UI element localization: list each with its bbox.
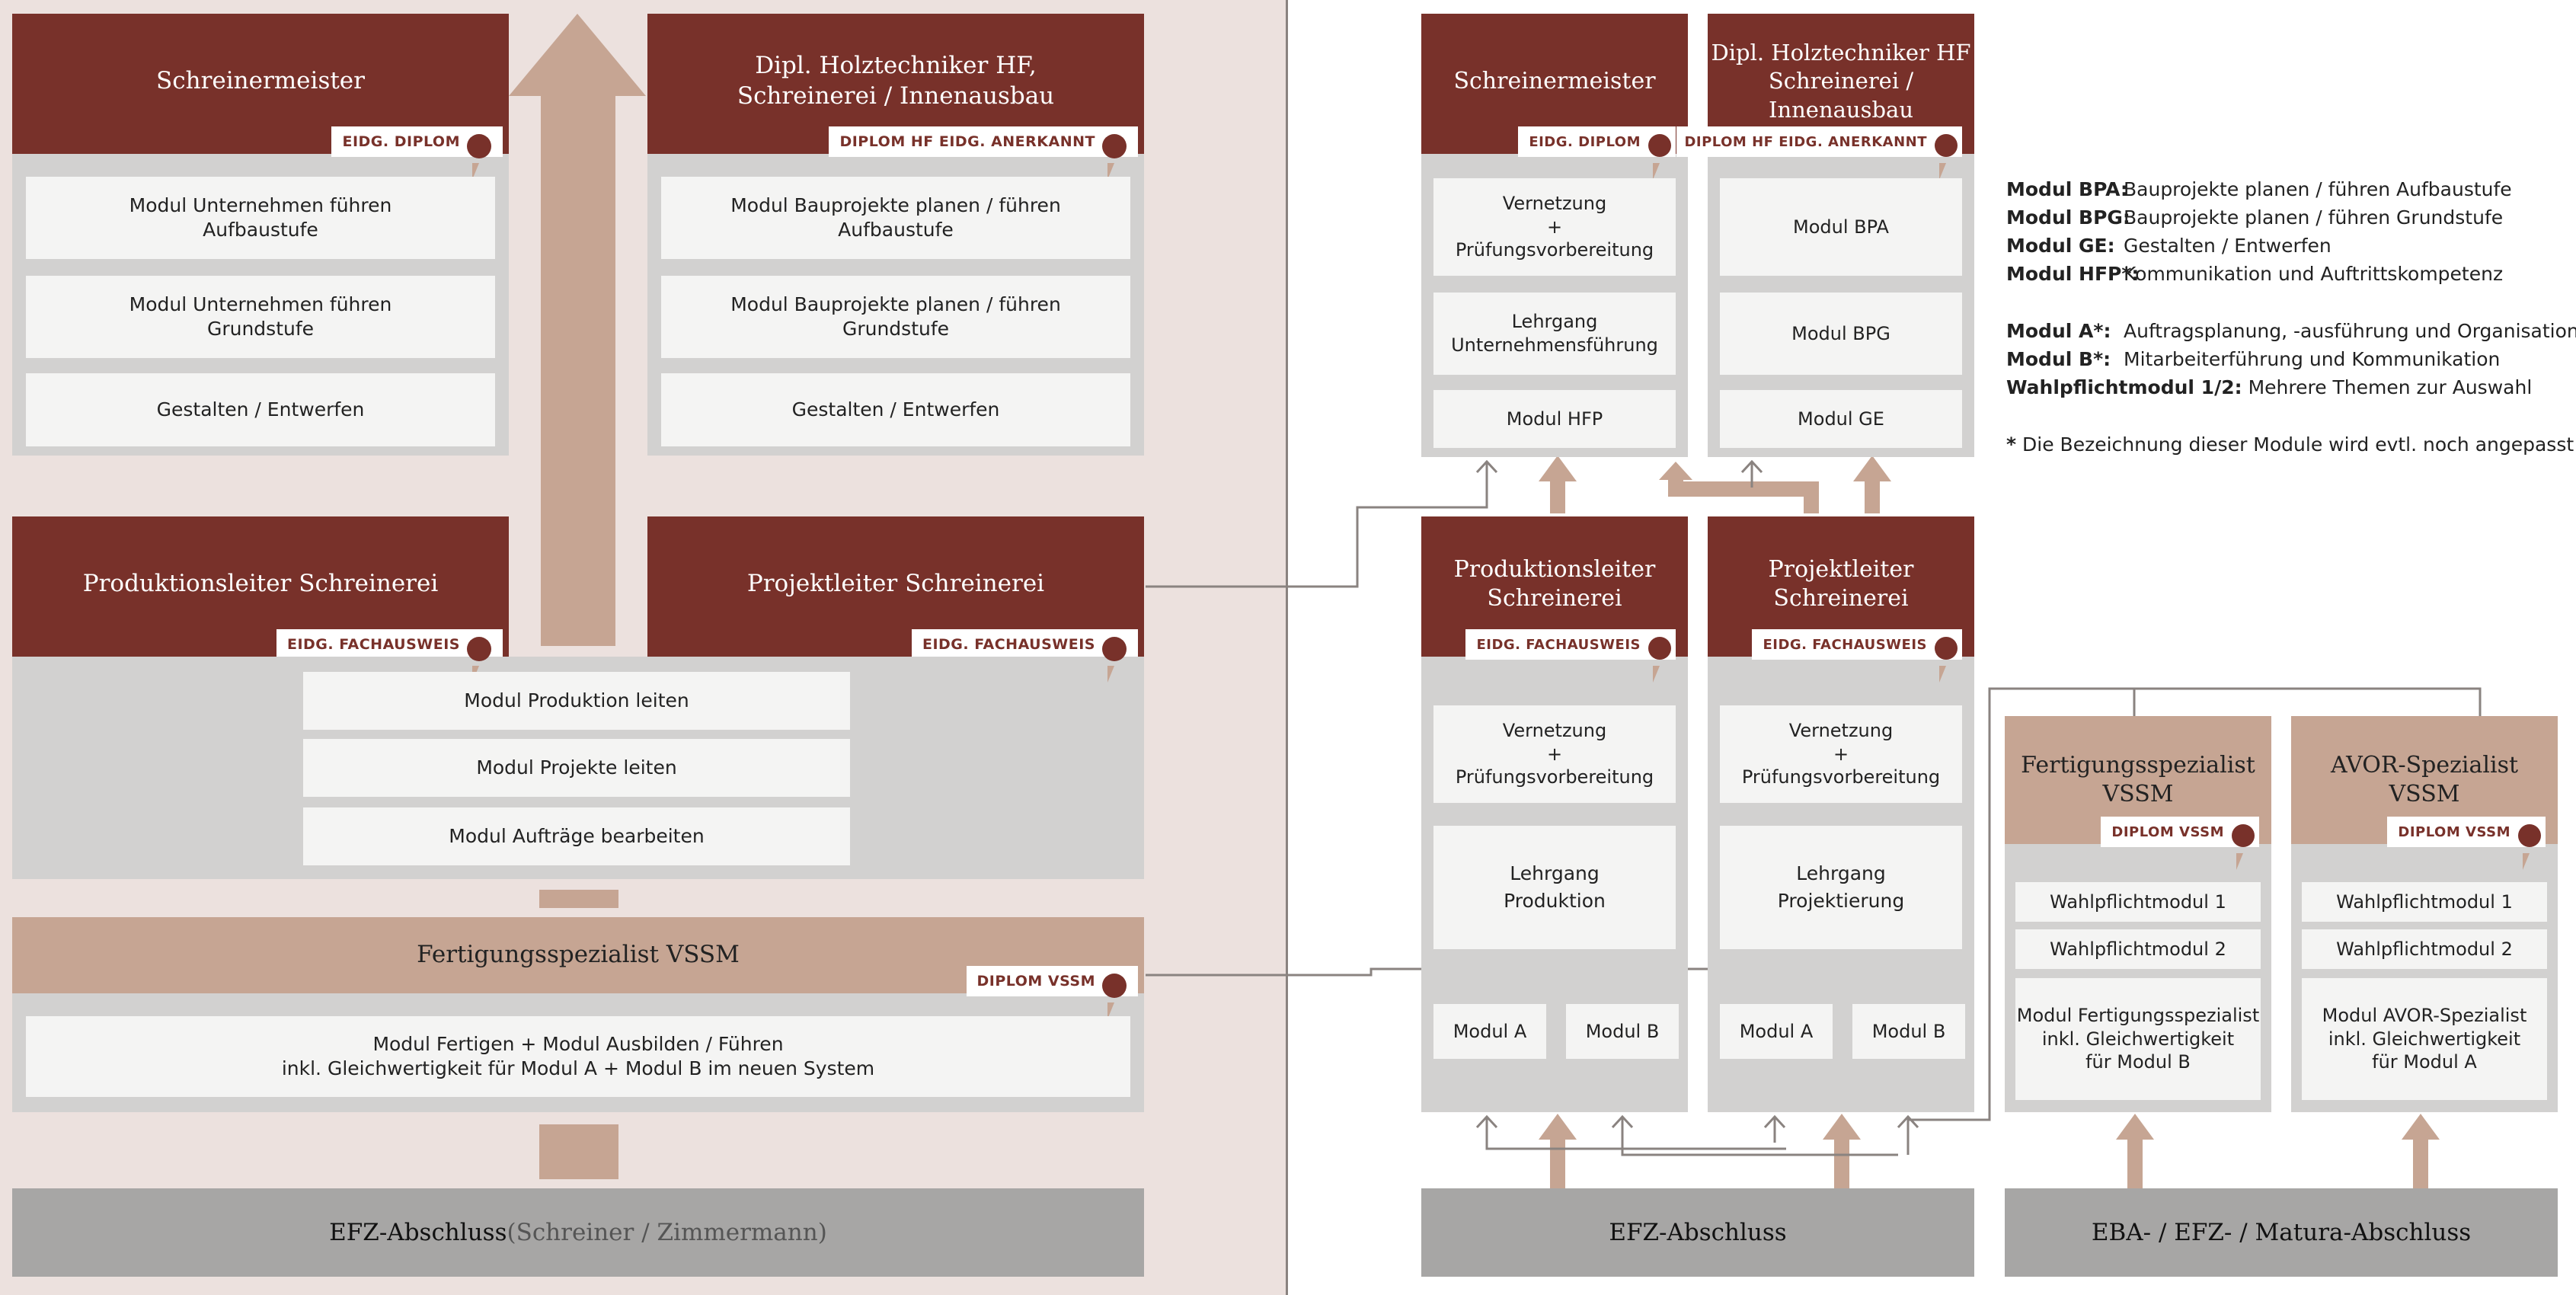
left-schreinermeister-module-2: Modul Unternehmen führen Grundstufe [26, 276, 495, 358]
legend: Modul BPA:Bauprojekte planen / führen Au… [2006, 178, 2576, 462]
legend-item: Modul HFP*:Kommunikation und Auftrittsko… [2006, 263, 2504, 285]
right-base-eba: EBA- / EFZ- / Matura-Abschluss [2005, 1188, 2558, 1277]
left-schreinermeister-module-3: Gestalten / Entwerfen [26, 373, 495, 446]
right-produktionsleiter-module-1: Vernetzung + Prüfungsvorbereitung [1433, 705, 1676, 803]
right-fertigungsspezialist-seal-icon [2232, 824, 2255, 847]
right-projektleiter-modul-a: Modul A [1720, 1004, 1833, 1059]
left-schreinermeister-badge: EIDG. DIPLOM [331, 126, 503, 157]
left-base-efz: EFZ-Abschluss (Schreiner / Zimmermann) [12, 1188, 1144, 1277]
left-shared-module-1: Modul Produktion leiten [303, 672, 850, 730]
connector-block-base [539, 1124, 618, 1179]
left-shared-module-3: Modul Aufträge bearbeiten [303, 807, 850, 865]
right-base-efz: EFZ-Abschluss [1421, 1188, 1974, 1277]
right-produktionsleiter-seal-icon [1648, 637, 1671, 660]
left-fertigung-header: Fertigungsspezialist VSSM [12, 917, 1144, 993]
right-produktionsleiter-modul-a: Modul A [1433, 1004, 1546, 1059]
left-projektleiter-badge: EIDG. FACHAUSWEIS [911, 629, 1138, 660]
left-produktionsleiter-title: Produktionsleiter Schreinerei [82, 570, 439, 598]
right-schreinermeister-module-3: Modul HFP [1433, 390, 1676, 448]
right-avor-seal-icon [2518, 824, 2541, 847]
right-projektleiter-modul-b: Modul B [1852, 1004, 1965, 1059]
left-holztechniker-module-1: Modul Bauprojekte planen / führen Aufbau… [661, 177, 1130, 259]
left-holztechniker-ribbon [1107, 163, 1121, 180]
right-schreinermeister-ribbon [1653, 163, 1667, 180]
left-holztechniker-badge: DIPLOM HF EIDG. ANERKANNT [829, 126, 1138, 157]
right-holztechniker-title: Dipl. Holztechniker HF Schreinerei / Inn… [1711, 40, 1971, 123]
left-holztechniker-module-2: Modul Bauprojekte planen / führen Grunds… [661, 276, 1130, 358]
left-produktionsleiter-seal-icon [467, 637, 491, 661]
right-produktionsleiter-module-2: Lehrgang Produktion [1433, 826, 1676, 949]
left-base-sub: (Schreiner / Zimmermann) [507, 1219, 827, 1246]
legend-item: Modul BPG:Bauprojekte planen / führen Gr… [2006, 206, 2504, 229]
legend-item: Modul GE:Gestalten / Entwerfen [2006, 235, 2332, 257]
left-schreinermeister-title: Schreinermeister [156, 67, 365, 95]
right-fertigungsspezialist-ribbon [2236, 853, 2250, 870]
left-holztechniker-seal-icon [1102, 134, 1127, 158]
left-fertigung-title: Fertigungsspezialist VSSM [417, 941, 740, 969]
left-fertigung-module: Modul Fertigen + Modul Ausbilden / Führe… [26, 1016, 1130, 1097]
right-fertigungsspezialist-module-3: Modul Fertigungsspezialist inkl. Gleichw… [2015, 978, 2261, 1100]
legend-item: Wahlpflichtmodul 1/2: Mehrere Themen zur… [2006, 376, 2533, 398]
right-schreinermeister-module-1: Vernetzung + Prüfungsvorbereitung [1433, 178, 1676, 276]
right-projektleiter-module-2: Lehrgang Projektierung [1720, 826, 1962, 949]
left-projektleiter-ribbon [1107, 666, 1121, 683]
right-projektleiter-seal-icon [1935, 637, 1958, 660]
thick-arrows [1539, 456, 2440, 1193]
right-holztechniker-badge: DIPLOM HF EIDG. ANERKANNT [1676, 126, 1962, 157]
left-shared-module-2: Modul Projekte leiten [303, 739, 850, 797]
legend-item: Modul BPA:Bauprojekte planen / führen Au… [2006, 178, 2512, 200]
legend-item: Modul B*:Mitarbeiterführung und Kommunik… [2006, 348, 2501, 370]
left-base-main: EFZ-Abschluss [329, 1219, 507, 1246]
right-holztechniker-ribbon [1939, 163, 1953, 180]
left-projektleiter-title: Projektleiter Schreinerei [746, 570, 1045, 598]
right-produktionsleiter-badge: EIDG. FACHAUSWEIS [1465, 629, 1676, 660]
left-projektleiter-seal-icon [1102, 637, 1127, 661]
right-projektleiter-module-1: Vernetzung + Prüfungsvorbereitung [1720, 705, 1962, 803]
section-divider [1286, 0, 1288, 1295]
right-fertigungsspezialist-title: Fertigungsspezialist VSSM [2021, 751, 2255, 807]
legend-note: * Die Bezeichnung dieser Module wird evt… [2006, 433, 2574, 456]
left-schreinermeister-seal-icon [467, 134, 491, 158]
right-holztechniker-module-1: Modul BPA [1720, 178, 1962, 276]
right-produktionsleiter-title: Produktionsleiter Schreinerei [1453, 555, 1656, 612]
legend-item: Modul A*:Auftragsplanung, -ausführung un… [2006, 320, 2576, 342]
right-fertigungsspezialist-module-1: Wahlpflichtmodul 1 [2015, 882, 2261, 922]
right-produktionsleiter-ribbon [1653, 666, 1667, 683]
right-holztechniker-module-2: Modul BPG [1720, 293, 1962, 375]
left-produktionsleiter-badge: EIDG. FACHAUSWEIS [276, 629, 503, 660]
right-projektleiter-ribbon [1939, 666, 1953, 683]
left-holztechniker-module-3: Gestalten / Entwerfen [661, 373, 1130, 446]
right-fertigungsspezialist-module-2: Wahlpflichtmodul 2 [2015, 929, 2261, 969]
big-up-arrow [509, 14, 646, 646]
right-holztechniker-seal-icon [1935, 134, 1958, 157]
left-schreinermeister-module-1: Modul Unternehmen führen Aufbaustufe [26, 177, 495, 259]
left-fertigung-ribbon [1107, 1002, 1121, 1019]
right-schreinermeister-seal-icon [1648, 134, 1671, 157]
right-avor-ribbon [2523, 853, 2536, 870]
right-avor-module-3: Modul AVOR-Spezialist inkl. Gleichwertig… [2302, 978, 2547, 1100]
right-avor-module-2: Wahlpflichtmodul 2 [2302, 929, 2547, 969]
right-holztechniker-module-3: Modul GE [1720, 390, 1962, 448]
right-base-efz-label: EFZ-Abschluss [1609, 1219, 1787, 1246]
right-schreinermeister-module-2: Lehrgang Unternehmensführung [1433, 293, 1676, 375]
right-avor-header: AVOR-Spezialist VSSM [2291, 716, 2558, 844]
right-projektleiter-title: Projektleiter Schreinerei [1768, 555, 1914, 612]
right-schreinermeister-title: Schreinermeister [1453, 67, 1656, 94]
left-fertigung-seal-icon [1102, 974, 1127, 998]
right-base-eba-label: EBA- / EFZ- / Matura-Abschluss [2091, 1219, 2472, 1246]
left-schreinermeister-ribbon [472, 163, 486, 180]
right-avor-title: AVOR-Spezialist VSSM [2330, 751, 2519, 807]
right-avor-module-1: Wahlpflichtmodul 1 [2302, 882, 2547, 922]
right-produktionsleiter-modul-b: Modul B [1566, 1004, 1679, 1059]
connector-block-small [539, 890, 618, 908]
left-holztechniker-title: Dipl. Holztechniker HF, Schreinerei / In… [737, 52, 1055, 110]
right-projektleiter-badge: EIDG. FACHAUSWEIS [1752, 629, 1962, 660]
